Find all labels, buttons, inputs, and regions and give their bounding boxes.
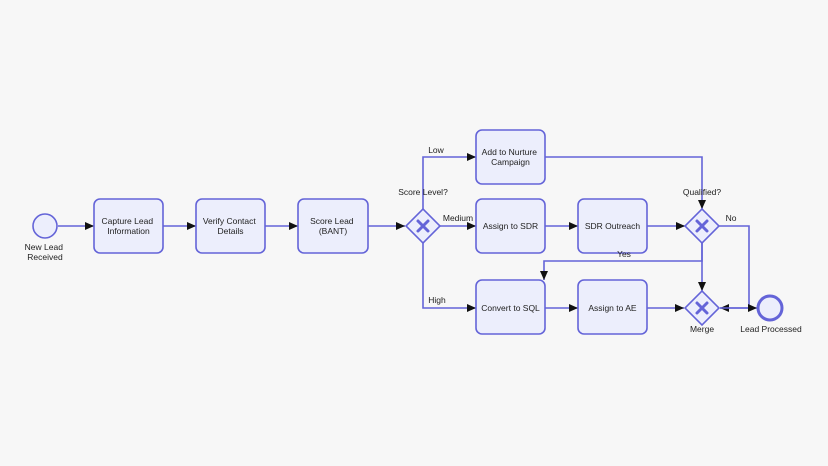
svg-text:Assign to AE: Assign to AE <box>588 303 637 313</box>
task-assign-to-sdr[interactable]: Assign to SDR <box>475 198 546 254</box>
flow-low <box>422 153 476 209</box>
svg-text:Score Lead (BANT): Score Lead (BANT) <box>310 216 356 236</box>
start-event-label: New Lead Received <box>25 242 66 262</box>
sequence-flows <box>58 153 757 312</box>
gateway-merge-label: Merge <box>690 324 714 334</box>
svg-text:Assign to SDR: Assign to SDR <box>483 221 538 231</box>
gateway-x-icon <box>695 301 709 315</box>
flow-nurture-to-qualified <box>545 156 706 209</box>
svg-text:SDR Outreach: SDR Outreach <box>585 221 641 231</box>
flow-label-high: High <box>428 295 446 305</box>
gateway-score-level[interactable] <box>404 207 442 245</box>
flow-label-medium: Medium <box>443 213 473 223</box>
task-score-lead[interactable]: Score Lead (BANT) <box>297 198 369 254</box>
end-event[interactable] <box>756 294 784 322</box>
task-add-to-nurture[interactable]: Add to Nurture Campaign <box>475 129 546 185</box>
gateway-x-icon <box>695 219 709 233</box>
svg-text:Capture Lead Information: Capture Lead Information <box>102 216 156 236</box>
flow-label-yes: Yes <box>617 249 631 259</box>
svg-text:Add to Nurture Campaign: Add to Nurture Campaign <box>482 147 540 167</box>
flow-high <box>422 243 476 312</box>
task-sdr-outreach[interactable]: SDR Outreach <box>577 198 648 254</box>
flow-label-low: Low <box>428 145 444 155</box>
svg-text:Convert to SQL: Convert to SQL <box>481 303 540 313</box>
task-capture-lead[interactable]: Capture Lead Information <box>93 198 164 254</box>
flow-no <box>719 225 750 312</box>
gateway-score-level-label: Score Level? <box>398 187 448 197</box>
gateway-merge[interactable] <box>683 289 721 327</box>
gateway-qualified[interactable] <box>683 207 721 245</box>
flow-label-no: No <box>726 213 737 223</box>
svg-text:Verify Contact Details: Verify Contact Details <box>203 216 258 236</box>
gateway-qualified-label: Qualified? <box>683 187 722 197</box>
start-event[interactable] <box>32 213 58 239</box>
gateway-x-icon <box>416 219 430 233</box>
task-verify-contact[interactable]: Verify Contact Details <box>195 198 266 254</box>
task-assign-to-ae[interactable]: Assign to AE <box>577 279 648 335</box>
end-event-label: Lead Processed <box>740 324 802 334</box>
task-convert-to-sql[interactable]: Convert to SQL <box>475 279 546 335</box>
